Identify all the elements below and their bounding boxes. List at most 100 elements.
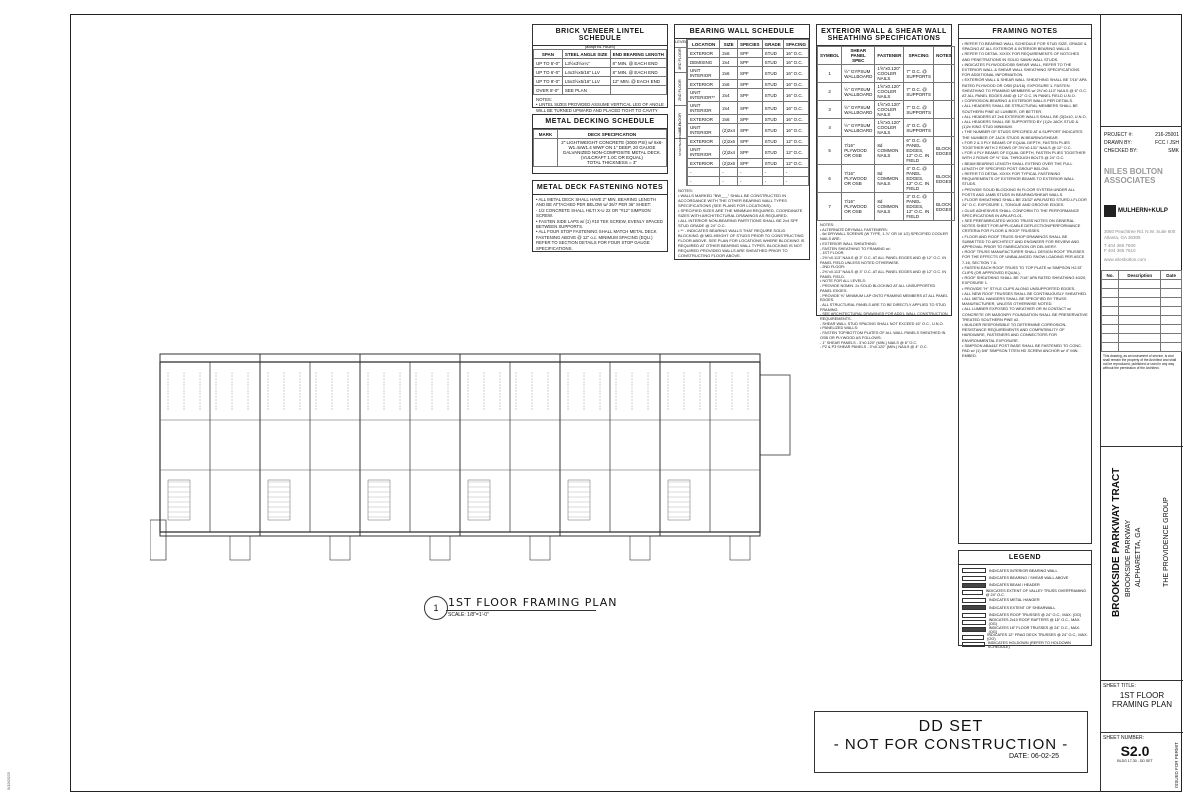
legend-item: INDICATES 12" FRAG DECK TRUSSES @ 24" O.… bbox=[962, 633, 1088, 641]
table-cell: (2)2x4 bbox=[719, 145, 739, 159]
shear-wall-symbol: 3 bbox=[816, 100, 843, 119]
table-cell: ½" GYPSUM WALLBOARD bbox=[841, 100, 876, 119]
table-cell: STUD bbox=[761, 88, 784, 102]
table-cell: 12" O.C. bbox=[782, 158, 810, 168]
table-cell: SPF bbox=[737, 48, 763, 58]
exterior-stair-left bbox=[150, 519, 167, 561]
table-cell: 2x6 bbox=[719, 66, 739, 80]
legend-symbol bbox=[962, 597, 986, 603]
legend-symbol bbox=[962, 575, 986, 581]
table-header: FASTENER bbox=[874, 46, 905, 65]
table-cell bbox=[609, 85, 667, 95]
table-header: SIZE bbox=[719, 39, 739, 49]
table-cell: 7/16" PLYWOOD OR OSB bbox=[841, 192, 876, 221]
table-cell bbox=[933, 118, 955, 137]
level-label: 3RD FLOOR bbox=[678, 48, 682, 70]
table-cell: - bbox=[719, 176, 739, 186]
checked-by-row: CHECKED BY:SMK bbox=[1101, 147, 1182, 155]
table-cell: UNIT INTERIOR bbox=[686, 101, 721, 115]
table-cell: 8" MIN. @ EACH END bbox=[609, 58, 667, 68]
client-name: THE PROVIDENCE GROUP bbox=[1163, 497, 1170, 587]
dd-set-stamp: DD SET - NOT FOR CONSTRUCTION - DATE: 06… bbox=[814, 711, 1088, 773]
bearing-wall-schedule: BEARING WALL SCHEDULE LEVEL 3RD FLOOR 2N… bbox=[674, 24, 810, 260]
table-row bbox=[1100, 297, 1182, 307]
table-row: UP TO 6'-0" L4x3½x5/16" LLV 8" MIN. @ EA… bbox=[533, 67, 667, 77]
legend-label: INDICATES INTERIOR BEARING WALL bbox=[989, 568, 1058, 573]
table-cell: SPF bbox=[737, 101, 763, 115]
sheet-subtitle: BLDG 17-30 - DD SET bbox=[1117, 759, 1153, 763]
legend-symbol bbox=[962, 612, 986, 618]
table-cell: 2x4 bbox=[719, 88, 739, 102]
table-cell: 1⅝"x0.120" COOLER NAILS bbox=[874, 64, 905, 83]
table-cell: BLOCK EDGES bbox=[933, 164, 955, 193]
table-cell: STUD bbox=[761, 145, 784, 159]
table-cell: 16" O.C. bbox=[782, 57, 810, 67]
table-row: OVER 8'-0" SEE PLAN bbox=[533, 85, 667, 95]
table-cell: SPF bbox=[737, 145, 763, 159]
lintel-schedule-table: SPAN STEEL ANGLE SIZE END BEARING LENGTH… bbox=[533, 49, 667, 95]
table-cell: 16" O.C. bbox=[782, 123, 810, 137]
legend-symbol bbox=[962, 590, 983, 596]
table-header: Description bbox=[1118, 270, 1162, 280]
legend-label: INDICATES BEAM / HEADER bbox=[989, 583, 1040, 588]
table-header: SHEAR PANEL SPEC bbox=[841, 46, 876, 65]
lintel-schedule-subtitle: (adapt BL HAAS) bbox=[584, 44, 616, 49]
table-cell: - bbox=[719, 167, 739, 177]
table-cell: 16" O.C. bbox=[782, 79, 810, 89]
table-cell: STUD bbox=[761, 48, 784, 58]
table-cell: UNIT INTERIOR bbox=[686, 123, 721, 137]
table-row: UP TO 5'-0" L3½x3½x¼" 8" MIN. @ EACH END bbox=[533, 58, 667, 68]
stair-outline bbox=[667, 479, 691, 521]
table-cell: 7" O.C. @ SUPPORTS bbox=[903, 64, 935, 83]
stoop-outline bbox=[429, 535, 451, 561]
table-cell: 16" O.C. bbox=[782, 48, 810, 58]
table-cell: 1⅝"x0.120" COOLER NAILS bbox=[874, 100, 905, 119]
table-cell: DEMISING bbox=[686, 57, 721, 67]
drawn-by: FCC / JSH bbox=[1155, 140, 1179, 146]
stair-outline bbox=[567, 479, 591, 521]
table-cell: - bbox=[737, 167, 763, 177]
table-cell: 2x6 bbox=[719, 114, 739, 124]
stair-outline bbox=[367, 479, 391, 521]
table-cell: 4" O.C. @ SUPPORTS bbox=[903, 118, 935, 137]
table-cell: (2)2x6 bbox=[719, 158, 739, 168]
engineer-name: MULHERN+KULP bbox=[1118, 208, 1168, 214]
table-cell: STUD bbox=[761, 114, 784, 124]
table-cell: 16" O.C. bbox=[782, 114, 810, 124]
shear-wall-symbol: 6 bbox=[816, 164, 843, 193]
dd-set-line2: - NOT FOR CONSTRUCTION - bbox=[833, 736, 1069, 753]
table-cell: - bbox=[782, 176, 810, 186]
table-cell: STUD bbox=[761, 66, 784, 80]
table-cell: UP TO 8'-0" bbox=[533, 76, 563, 86]
legend-item: INDICATES INTERIOR BEARING WALL bbox=[962, 567, 1088, 574]
shear-wall-spec: EXTERIOR WALL & SHEAR WALL SHEATHING SPE… bbox=[816, 24, 955, 349]
legend-label: INDICATES EXTENT OF VALLEY TRUSS OVERFRA… bbox=[985, 588, 1087, 597]
table-cell: 12" O.C. bbox=[782, 145, 810, 159]
table-header: NOTES bbox=[933, 46, 955, 65]
sheet-title-line1: 1ST FLOOR bbox=[1119, 691, 1165, 700]
engineer-logo-mark bbox=[1104, 205, 1116, 217]
project-number: 216-25001 bbox=[1155, 132, 1179, 138]
sheet-number-label: SHEET NUMBER: bbox=[1103, 735, 1145, 741]
metal-deck-notes-text: • ALL METAL DECK SHALL HAVE 2" MIN. BEAR… bbox=[536, 197, 664, 251]
table-cell: SPF bbox=[737, 114, 763, 124]
table-cell: L4x3½x5/16" LLV bbox=[561, 67, 611, 77]
table-cell: STUD bbox=[761, 123, 784, 137]
sheet-title-line2: FRAMING PLAN bbox=[1111, 700, 1172, 709]
table-header: SPAN bbox=[533, 49, 563, 59]
architect-logo-text: NILES BOLTON ASSOCIATES bbox=[1104, 167, 1163, 185]
bearing-wall-notes: NOTES: • WALLS MARKED "BW___" SHALL BE C… bbox=[678, 188, 805, 258]
table-cell: STUD bbox=[761, 158, 784, 168]
legend-symbol bbox=[962, 582, 986, 588]
stoop-outline bbox=[329, 535, 351, 561]
table-row: 2" LIGHTWEIGHT CONCRETE (3000 PSI) w/ 6x… bbox=[533, 138, 668, 167]
stoop-outline bbox=[229, 535, 251, 561]
table-cell: 2x4 bbox=[719, 101, 739, 115]
legend-item: INDICATES EXTENT OF SHEARWALL bbox=[962, 604, 1088, 611]
shear-wall-notes: NOTES: • ALTERNATE DRYWALL FASTENERS: - … bbox=[820, 223, 948, 350]
table-header: SYMBOL bbox=[816, 46, 843, 65]
